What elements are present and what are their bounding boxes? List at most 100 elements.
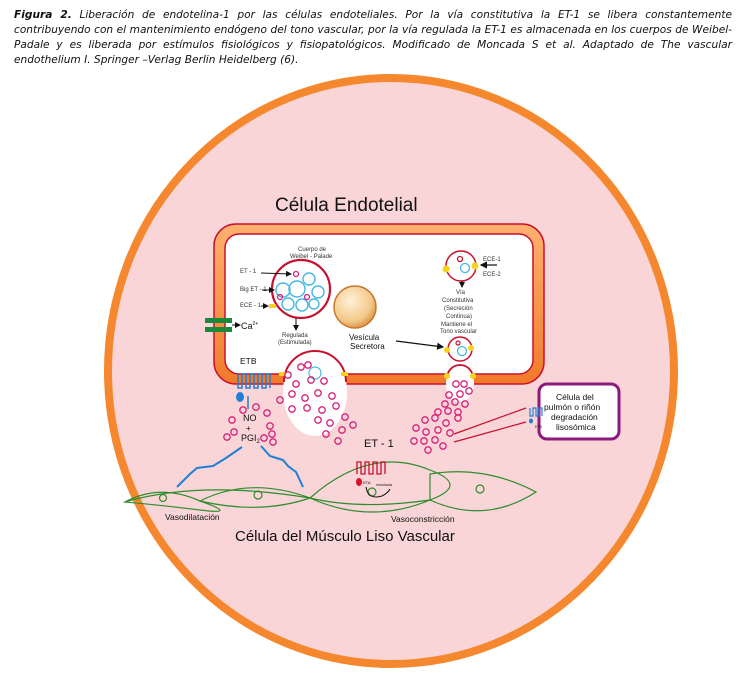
et1-granule (304, 361, 312, 369)
et1-granule (431, 414, 439, 422)
pgi2-label: PGI2 (241, 433, 261, 445)
et1-granules (223, 361, 473, 454)
vasoconstriccion-label: Vasoconstricción (391, 514, 455, 524)
et1-granule (266, 422, 274, 430)
et1-granule (288, 405, 296, 413)
et1-granule (223, 433, 231, 441)
label-et1-weibel: ET - 1 (240, 269, 257, 275)
et1-granule (452, 380, 460, 388)
label-big-et1: Big ET - 1 (240, 287, 267, 293)
regulada-label-2: (Estimulada) (278, 340, 312, 346)
eta-label: ETA (363, 480, 371, 485)
et1-granule (318, 406, 326, 414)
plus-label: + (246, 424, 251, 433)
constitutiva-line: Tono vascular (440, 329, 477, 335)
signal-line-left (176, 446, 243, 488)
et1-granule (303, 404, 311, 412)
et1-granule (334, 437, 342, 445)
et1-granule (288, 390, 296, 398)
reciclada-label: reciclada (376, 482, 393, 487)
et1-granule (263, 409, 271, 417)
et1-granule (328, 392, 336, 400)
et1-granule (434, 408, 442, 416)
constitutiva-line: Vía (456, 290, 466, 296)
et1-granule (349, 421, 357, 429)
et1-granule (228, 416, 236, 424)
et1-granule (420, 437, 428, 445)
et1-granule (276, 396, 284, 404)
lung-box-line: pulmón o riñón (544, 402, 601, 412)
no-label: NO (243, 413, 257, 423)
smooth-muscle-title: Célula del Músculo Liso Vascular (235, 528, 455, 545)
lung-etb-label: ETB (535, 425, 542, 429)
et1-granule (322, 430, 330, 438)
figure-label: Figura 2. (14, 9, 72, 21)
et1-granule (434, 426, 442, 434)
et1-granule (461, 400, 469, 408)
et1-granule (422, 428, 430, 436)
arrow-vesicula (395, 340, 445, 350)
et1-granule (439, 442, 447, 450)
et1-granule (252, 403, 260, 411)
regulada-label-1: Regulada (282, 333, 308, 339)
muscle-nucleus (253, 490, 263, 500)
vesicle-docking (444, 336, 474, 362)
constitutiva-line: (Secreción (444, 306, 473, 312)
arrow-et1 (260, 270, 292, 277)
lung-etb-receptor (529, 407, 543, 424)
et1-granule (456, 390, 464, 398)
et1-granule (424, 446, 432, 454)
degradation-line-2 (453, 421, 527, 443)
et1-granule (421, 416, 429, 424)
et1-granule (445, 391, 453, 399)
signal-line-right (260, 445, 304, 488)
calcium-channel (205, 318, 241, 332)
weibel-title-1: Cuerpo de (298, 247, 327, 253)
etb-label: ETB (240, 356, 257, 366)
figure-caption: Figura 2. Liberación de endotelina-1 por… (14, 8, 732, 68)
et1-granule (332, 402, 340, 410)
et1-granule (460, 380, 468, 388)
et1-granule (454, 414, 462, 422)
muscle-nucleus (475, 484, 485, 494)
et1-granule (260, 434, 268, 442)
constitutive-vesicle (442, 250, 479, 282)
et1-granule (320, 377, 328, 385)
endothelial-cell-title: Célula Endotelial (275, 195, 418, 216)
etb-receptor (236, 373, 271, 409)
eta-receptor (356, 461, 391, 498)
et1-granule (410, 437, 418, 445)
et1-granule (292, 380, 300, 388)
et1-granule (412, 424, 420, 432)
endothelial-cell (213, 223, 545, 385)
constitutive-pathway-text: Vía Constitutiva (Secreción Continua) Ma… (440, 290, 477, 335)
vasodilatacion-label: Vasodilatación (165, 512, 220, 522)
secretory-vesicle (333, 285, 377, 329)
ece1-label: ECE-1 (483, 257, 501, 263)
et1-granule (446, 429, 454, 437)
et1-granule (341, 413, 349, 421)
et1-granule (268, 430, 276, 438)
et1-granule (314, 416, 322, 424)
et1-granule (239, 406, 247, 414)
et1-granule (269, 438, 277, 446)
et1-granule (307, 376, 315, 384)
ece2-label: ECE-2 (483, 272, 501, 278)
et1-granule (431, 436, 439, 444)
et1-granule (230, 428, 238, 436)
label-ece1-left: ECE - 1 (240, 303, 262, 309)
et1-granule (465, 387, 473, 395)
et1-granule (314, 389, 322, 397)
constitutiva-line: Continua) (446, 314, 472, 320)
weibel-title-2: Weibel - Palade (290, 254, 333, 260)
vesicula-label-1: Vesícula (349, 333, 380, 342)
et1-granule (338, 426, 346, 434)
lung-box-line: lisosómica (556, 422, 596, 432)
degradation-line-1 (453, 407, 527, 435)
et1-granule (451, 398, 459, 406)
et1-granule (301, 394, 309, 402)
constitutiva-line: Mantiene el (441, 322, 472, 328)
constitutiva-line: Constitutiva (442, 298, 474, 304)
vesicula-label-2: Secretora (350, 342, 385, 351)
et1-granule (444, 407, 452, 415)
